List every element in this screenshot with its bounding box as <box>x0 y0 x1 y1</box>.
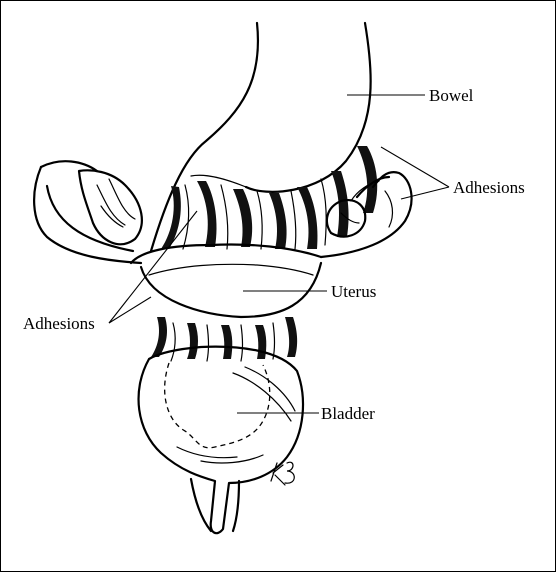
adhesion-bands-upper <box>161 146 378 250</box>
bowel-drawing <box>149 21 372 253</box>
label-adhesions-right: Adhesions <box>453 178 525 197</box>
label-bowel: Bowel <box>429 86 474 105</box>
leader-lines <box>108 94 450 414</box>
uterus-drawing <box>129 243 323 319</box>
right-adnexa <box>319 171 413 259</box>
label-adhesions-left: Adhesions <box>23 314 95 333</box>
artist-signature <box>270 461 295 486</box>
adhesion-bands-lower <box>151 317 298 362</box>
left-adnexa <box>33 160 143 265</box>
label-uterus: Uterus <box>331 282 376 301</box>
bladder-drawing <box>137 345 305 535</box>
label-bladder: Bladder <box>321 404 375 423</box>
